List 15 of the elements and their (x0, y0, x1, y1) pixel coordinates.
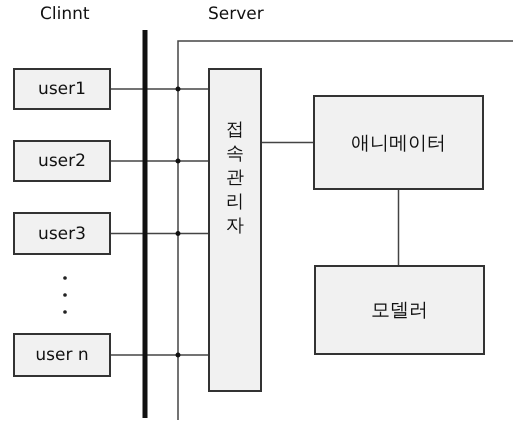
user-box: user n (13, 333, 111, 377)
connector-line (262, 142, 313, 144)
manager-box: 접속관리자 (208, 68, 262, 392)
connector-line (398, 190, 400, 265)
connector-line (111, 88, 208, 90)
column-heading: Clinnt (40, 4, 90, 24)
connector-line (111, 232, 208, 234)
user-box: user3 (13, 212, 111, 255)
connector-line (111, 354, 208, 356)
column-heading: Server (208, 4, 264, 24)
user-box: user1 (13, 68, 111, 110)
process-box: 모델러 (314, 265, 485, 355)
user-box: user2 (13, 140, 111, 182)
process-box: 애니메이터 (313, 95, 484, 190)
connector-line (111, 160, 208, 162)
